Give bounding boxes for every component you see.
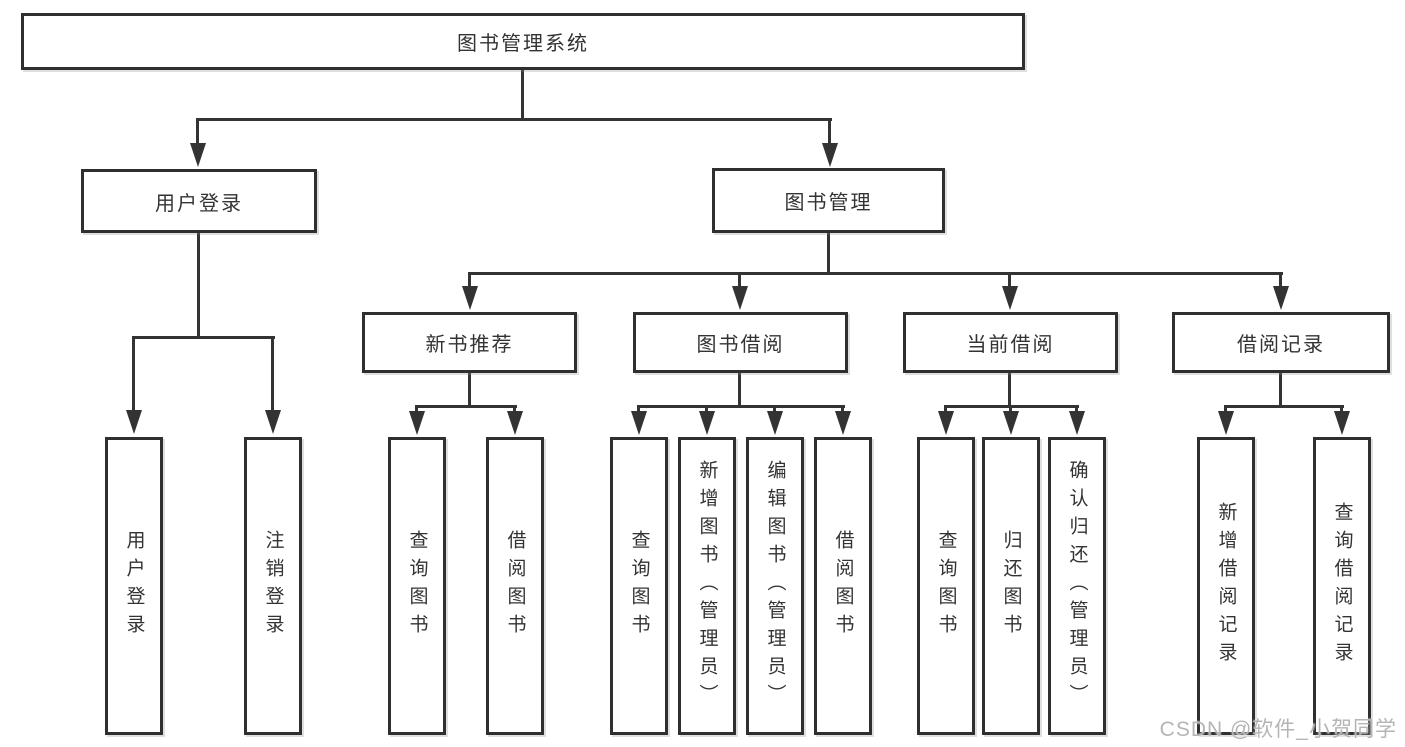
node-root: 图书管理系统 [21, 13, 1025, 70]
connector-line [1340, 405, 1343, 415]
node-leaf-borrow-add: 新增图书（管理员） [678, 437, 736, 735]
connector-line [773, 405, 776, 415]
node-leaf-current-confirm-label: 确认归还（管理员） [1066, 460, 1088, 712]
node-leaf-borrow-add-label: 新增图书（管理员） [696, 460, 718, 712]
connector-line [637, 405, 845, 408]
node-book-borrow: 图书借阅 [633, 312, 848, 373]
node-book-management-label: 图书管理 [784, 192, 873, 214]
connector-line [738, 373, 741, 408]
connector-line [944, 405, 947, 415]
arrowhead-down-icon [1002, 286, 1018, 310]
arrowhead-down-icon [1069, 411, 1085, 435]
arrowhead-down-icon [835, 411, 851, 435]
connector-line [1008, 272, 1011, 288]
arrowhead-down-icon [1273, 286, 1289, 310]
node-leaf-history-query: 查询借阅记录 [1313, 437, 1371, 735]
arrowhead-down-icon [462, 286, 478, 310]
connector-line [513, 405, 516, 415]
arrowhead-down-icon [732, 286, 748, 310]
node-current-borrow-label: 当前借阅 [966, 334, 1055, 356]
node-leaf-logout: 注销登录 [244, 437, 302, 735]
connector-line [827, 233, 830, 275]
arrowhead-down-icon [767, 411, 783, 435]
node-leaf-borrow-edit-label: 编辑图书（管理员） [764, 460, 786, 712]
connector-line [415, 405, 418, 415]
node-leaf-current-query: 查询图书 [917, 437, 975, 735]
node-leaf-borrow-do: 借阅图书 [814, 437, 872, 735]
node-leaf-logout-label: 注销登录 [262, 530, 284, 642]
arrowhead-down-icon [822, 143, 838, 167]
connector-line [1279, 272, 1282, 288]
node-user-login-label: 用户登录 [155, 192, 243, 215]
node-leaf-newbook-borrow-label: 借阅图书 [504, 530, 526, 642]
connector-line [841, 405, 844, 415]
arrowhead-down-icon [265, 410, 281, 434]
connector-line [1008, 373, 1011, 408]
node-leaf-borrow-edit: 编辑图书（管理员） [746, 437, 804, 735]
arrowhead-down-icon [190, 143, 206, 167]
node-leaf-borrow-query-label: 查询图书 [628, 530, 650, 642]
arrowhead-down-icon [1334, 411, 1350, 435]
arrowhead-down-icon [1218, 411, 1234, 435]
connector-line [132, 336, 135, 412]
node-root-label: 图书管理系统 [457, 33, 589, 55]
connector-line [1224, 405, 1227, 415]
node-new-book-recommend: 新书推荐 [362, 312, 577, 373]
connector-line [197, 232, 200, 336]
connector-line [468, 272, 471, 288]
connector-line [271, 336, 274, 412]
connector-line [1009, 405, 1012, 415]
connector-line [132, 336, 275, 339]
node-book-management: 图书管理 [712, 168, 945, 233]
arrowhead-down-icon [1003, 411, 1019, 435]
connector-line [828, 118, 831, 144]
node-leaf-borrow-do-label: 借阅图书 [832, 530, 854, 642]
node-borrow-history-label: 借阅记录 [1237, 334, 1325, 356]
node-user-login: 用户登录 [81, 169, 317, 233]
node-leaf-newbook-borrow: 借阅图书 [486, 437, 544, 735]
connector-line [1224, 405, 1344, 408]
node-leaf-current-return: 归还图书 [982, 437, 1040, 735]
node-book-borrow-label: 图书借阅 [696, 334, 785, 356]
node-new-book-recommend-label: 新书推荐 [425, 334, 514, 356]
node-current-borrow: 当前借阅 [903, 312, 1118, 373]
node-leaf-history-add-label: 新增借阅记录 [1215, 502, 1237, 670]
node-borrow-history: 借阅记录 [1172, 312, 1390, 373]
connector-line [196, 118, 832, 121]
connector-line [468, 272, 1283, 275]
node-leaf-borrow-query: 查询图书 [610, 437, 668, 735]
connector-line [521, 70, 524, 118]
connector-line [1075, 405, 1078, 415]
arrowhead-down-icon [699, 411, 715, 435]
connector-line [738, 272, 741, 288]
arrowhead-down-icon [126, 410, 142, 434]
connector-line [1279, 373, 1282, 408]
watermark: CSDN @软件_小贺同学 [1159, 718, 1397, 741]
arrowhead-down-icon [631, 411, 647, 435]
node-leaf-newbook-query-label: 查询图书 [406, 530, 428, 642]
connector-line [196, 118, 199, 144]
connector-line [468, 373, 471, 408]
node-leaf-current-confirm: 确认归还（管理员） [1048, 437, 1106, 735]
arrowhead-down-icon [938, 411, 954, 435]
connector-line [637, 405, 640, 415]
node-leaf-user-login: 用户登录 [105, 437, 163, 735]
connector-line [415, 405, 517, 408]
arrowhead-down-icon [409, 411, 425, 435]
arrowhead-down-icon [507, 411, 523, 435]
node-leaf-history-query-label: 查询借阅记录 [1331, 502, 1353, 670]
node-leaf-newbook-query: 查询图书 [388, 437, 446, 735]
node-leaf-user-login-label: 用户登录 [123, 530, 145, 642]
node-leaf-history-add: 新增借阅记录 [1197, 437, 1255, 735]
node-leaf-current-query-label: 查询图书 [935, 530, 957, 642]
node-leaf-current-return-label: 归还图书 [1000, 530, 1022, 642]
connector-line [705, 405, 708, 415]
